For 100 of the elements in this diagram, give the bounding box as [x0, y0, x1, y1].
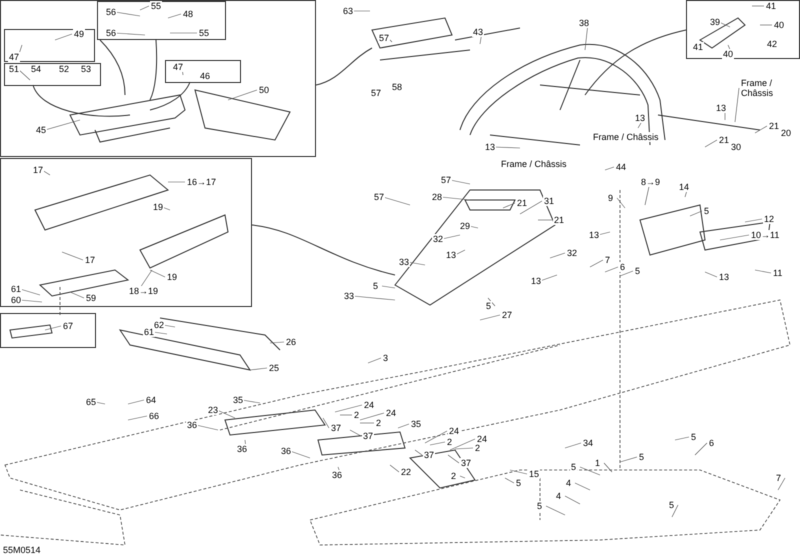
callout-number: 4: [555, 491, 562, 501]
callout-number: 54: [30, 64, 42, 74]
callout-number: 20: [780, 128, 792, 138]
callout-number: 27: [501, 310, 514, 320]
callout-number: 5: [703, 206, 710, 216]
callout-number: 33: [398, 257, 410, 267]
callout-number: 2: [474, 443, 482, 453]
callout-number: 52: [58, 64, 70, 74]
callout-number: 8→9: [640, 177, 662, 187]
callout-number: 21: [553, 215, 566, 225]
callout-number: 29: [459, 221, 472, 231]
callout-number: 51: [8, 64, 20, 74]
callout-number: 57: [373, 192, 386, 202]
callout-number: 57: [440, 175, 452, 185]
callout-number: 22: [400, 467, 412, 477]
callout-number: 15: [528, 469, 540, 479]
callout-number: 57: [370, 88, 382, 98]
callout-number: 13: [588, 230, 600, 240]
callout-number: 13: [634, 113, 646, 123]
callout-number: 10→11: [750, 230, 780, 240]
callout-number: 18→19: [128, 286, 160, 296]
callout-number: 37: [362, 431, 374, 441]
callout-number: 5: [690, 432, 698, 442]
callout-number: 36: [186, 420, 198, 430]
callout-number: 50: [258, 85, 270, 95]
callout-number: 47: [8, 52, 20, 62]
callout-number: 19: [166, 272, 178, 282]
callout-number: 25: [268, 363, 280, 373]
callout-number: 4: [565, 478, 572, 488]
callout-number: 33: [343, 291, 356, 301]
callout-number: 14: [678, 182, 690, 192]
callout-number: 13: [715, 103, 728, 113]
callout-number: 5: [570, 462, 578, 472]
callout-number: 46: [199, 71, 212, 81]
callout-number: 61: [143, 327, 156, 337]
callout-number: 36: [331, 470, 344, 480]
callout-number: 5: [536, 501, 544, 511]
callout-number: 34: [582, 438, 594, 448]
callout-number: 67: [62, 321, 74, 331]
callout-number: 2: [375, 418, 382, 428]
callout-number: 43: [472, 27, 484, 37]
callout-number: 56: [105, 7, 118, 17]
callout-number: 66: [148, 411, 160, 421]
callout-number: 13: [718, 272, 730, 282]
callout-number: 16→17: [186, 177, 218, 187]
callout-number: 2: [446, 437, 454, 447]
callout-number: 21: [718, 135, 730, 145]
callout-number: 38: [578, 18, 590, 28]
callout-number: Frame / Châssis: [500, 159, 568, 169]
callout-number: 5: [634, 266, 642, 276]
callout-number: 49: [73, 29, 86, 39]
callout-number: 19: [152, 202, 164, 212]
callout-number: 39: [709, 17, 722, 27]
callout-number: 9: [607, 193, 614, 203]
callout-number: 6: [708, 438, 716, 448]
callout-number: 21: [516, 198, 528, 208]
callout-number: 28: [431, 192, 444, 202]
callout-number: 65: [85, 397, 98, 407]
callout-number: 17: [32, 165, 44, 175]
callout-number: 13: [484, 142, 496, 152]
callout-number: 56: [105, 28, 118, 38]
callout-number: 2: [353, 410, 360, 420]
callout-number: 59: [85, 293, 98, 303]
callout-number: 5: [668, 500, 676, 510]
callout-number: 42: [766, 39, 778, 49]
callout-number: 31: [543, 196, 556, 206]
callout-number: 2: [450, 471, 458, 481]
callout-number: 60: [10, 295, 22, 305]
callout-number: 55M0514: [2, 545, 42, 554]
callout-number: Frame / Châssis: [592, 132, 660, 142]
callout-number: 36: [280, 446, 292, 456]
callout-number: 30: [730, 142, 742, 152]
callout-number: 63: [342, 6, 354, 16]
callout-number: 32: [432, 234, 444, 244]
callout-number: 26: [285, 337, 298, 347]
callout-number: 36: [236, 444, 248, 454]
callout-number: 37: [460, 458, 472, 468]
callout-number: 24: [448, 426, 460, 436]
callout-number: 55: [198, 28, 210, 38]
callout-number: 21: [768, 121, 780, 131]
callout-number: 5: [485, 301, 492, 311]
callout-number: 24: [363, 400, 376, 410]
callout-number: 24: [385, 408, 398, 418]
callout-number: 57: [378, 33, 390, 43]
callout-number: 44: [615, 162, 628, 172]
callout-number: 48: [182, 9, 194, 19]
callout-number: 62: [153, 320, 166, 330]
callout-number: 53: [80, 64, 92, 74]
callout-number: 58: [391, 82, 404, 92]
callout-number: 23: [207, 405, 220, 415]
callout-number: 7: [604, 255, 612, 265]
callout-number: 35: [232, 395, 244, 405]
callout-number: 47: [172, 62, 184, 72]
callout-number: 45: [35, 125, 48, 135]
callout-number: 41: [765, 1, 778, 11]
callout-number: 24: [476, 434, 488, 444]
callout-number: 17: [84, 255, 96, 265]
callout-number: 5: [638, 452, 646, 462]
callout-number: 40: [722, 49, 734, 59]
callout-number: 55: [150, 1, 162, 11]
